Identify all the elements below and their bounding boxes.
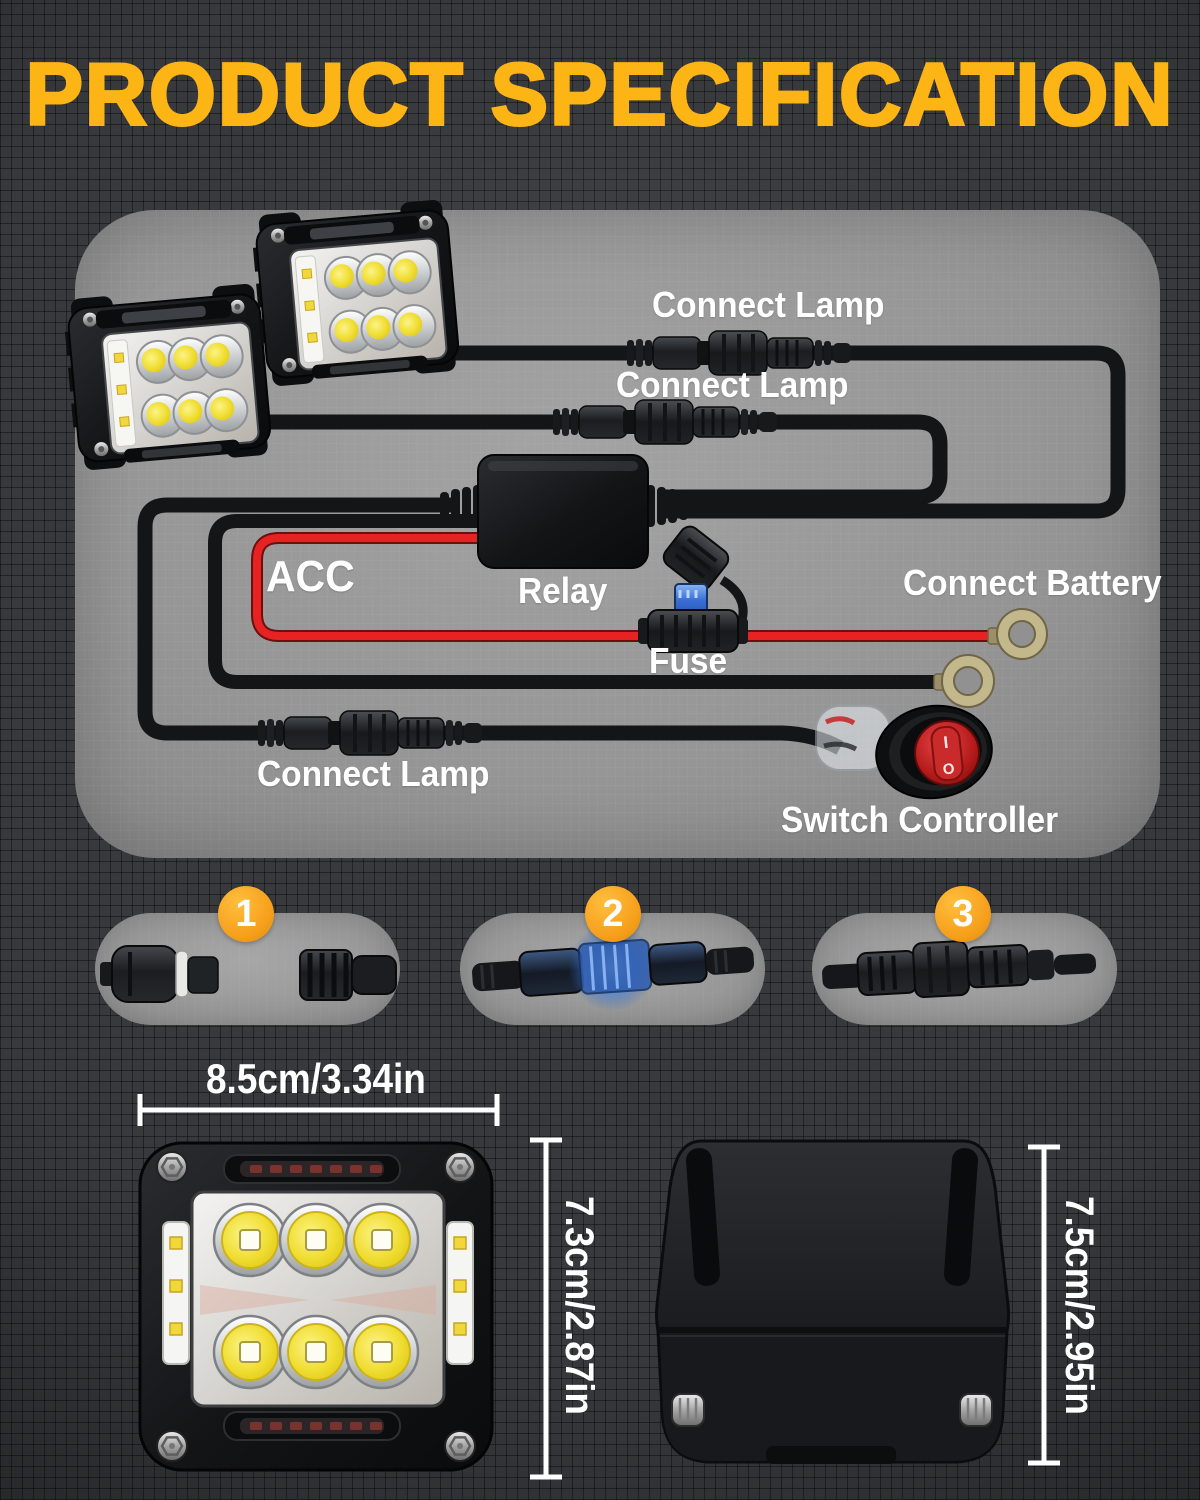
switch-on-mark: I xyxy=(943,733,950,752)
page-title: PRODUCT SPECIFICATION xyxy=(24,45,1175,146)
step2-connector-joining xyxy=(472,923,755,1011)
battery-ring-terminal-negative xyxy=(933,654,995,708)
relay-box xyxy=(440,454,688,569)
label-connect-lamp-mid: Connect Lamp xyxy=(616,364,849,405)
step-1-badge: 1 xyxy=(218,886,274,942)
fuse-holder xyxy=(638,525,748,653)
pod-front-view xyxy=(138,1141,494,1472)
rocker-switch: I O xyxy=(815,704,993,800)
label-relay: Relay xyxy=(518,570,608,611)
connector-lamp-mid xyxy=(551,398,779,446)
pod-led-lenses xyxy=(212,1202,420,1390)
label-switch-controller: Switch Controller xyxy=(781,799,1059,840)
pod-back-bracket-view xyxy=(655,1139,1010,1464)
battery-ring-terminal-positive xyxy=(987,608,1048,660)
label-connect-lamp-top: Connect Lamp xyxy=(652,284,885,325)
wire-ground xyxy=(208,514,938,689)
dimension-pod-height: 7.3cm/2.87in xyxy=(557,1196,601,1415)
label-acc: ACC xyxy=(266,552,355,601)
label-connect-lamp-bottom: Connect Lamp xyxy=(257,753,490,794)
dimension-lines xyxy=(137,1094,1060,1480)
harness-wires xyxy=(137,345,1126,755)
step3-connector-joined xyxy=(822,940,1097,999)
led-pod-photo-left xyxy=(61,281,274,473)
step-3-badge: 3 xyxy=(935,886,991,942)
wire-lamp-left xyxy=(240,414,948,505)
bracket-feet xyxy=(671,1393,993,1427)
step-2-badge: 2 xyxy=(585,886,641,942)
led-pod-photo-right xyxy=(249,197,462,389)
wire-lamp-right xyxy=(400,345,1126,519)
dimension-bracket-height: 7.5cm/2.95in xyxy=(1057,1196,1101,1415)
label-fuse: Fuse xyxy=(649,640,728,681)
label-connect-battery: Connect Battery xyxy=(903,562,1162,603)
connector-lamp-bottom xyxy=(256,709,484,757)
wire-relay-to-switch xyxy=(137,497,844,755)
step1-connector-halves xyxy=(100,945,397,1003)
switch-off-mark: O xyxy=(942,760,956,778)
dimension-pod-width: 8.5cm/3.34in xyxy=(206,1055,426,1102)
wire-acc-red xyxy=(253,534,992,640)
